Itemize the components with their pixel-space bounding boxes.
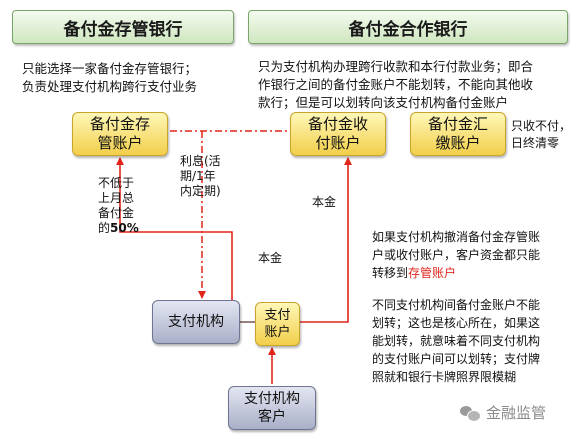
custody-account-highlight: 存管账户 — [408, 266, 457, 280]
principal-label-collection: 本金 — [312, 195, 337, 209]
remit-account-node: 备付金汇 缴账户 — [410, 112, 506, 156]
custody-account-node: 备付金存 管账户 — [72, 112, 168, 156]
revoke-note-line2: 户或收付账户，客户资金都只能 — [372, 248, 541, 262]
min-balance-percent: 50% — [110, 221, 139, 235]
transfer-note-line3: 能划转，就意味着不同支付机构 — [372, 334, 541, 348]
interest-line3: 内定期) — [180, 184, 221, 198]
customer-line2: 客户 — [258, 409, 286, 425]
revoke-note: 如果支付机构撤消备付金存管账 户或收付账户，客户资金都只能 转移到存管账户 — [372, 228, 576, 282]
min-balance-line3: 备付金 — [98, 206, 135, 220]
payment-institution-label: 支付机构 — [168, 314, 224, 330]
custody-bank-banner: 备付金存管银行 — [12, 10, 234, 44]
watermark-text: 金融监管 — [486, 404, 547, 422]
transfer-note-line2: 划转；这也是核心所在，如果这 — [372, 316, 541, 330]
customer-node: 支付机构 客户 — [228, 386, 316, 430]
custody-desc-line2: 负责处理支付机构跨行支付业务 — [22, 79, 198, 94]
revoke-note-line1: 如果支付机构撤消备付金存管账 — [372, 230, 541, 244]
transfer-note-line4: 的支付账户间可以划转；支付牌 — [372, 352, 541, 366]
wechat-icon — [460, 405, 481, 422]
transfer-note: 不同支付机构间备付金账户不能 划转；这也是核心所在，如果这 能划转，就意味着不同… — [372, 296, 576, 386]
payment-account-line1: 支付 — [264, 308, 291, 323]
interest-label: 利息(活 期/1年 内定期) — [180, 154, 242, 199]
partner-desc-line2: 作银行之间的备付金账户不能划转，不能向其他收 — [258, 77, 534, 92]
min-balance-label: 不低于 上月总 备付金 的50% — [98, 176, 148, 236]
remit-account-line1: 备付金汇 — [427, 115, 488, 133]
collection-account-line1: 备付金收 — [307, 115, 368, 133]
principal-arrow-collection — [300, 157, 352, 323]
customer-line1: 支付机构 — [244, 391, 300, 407]
transfer-note-line5: 照就和银行卡牌照界限模糊 — [372, 370, 517, 384]
watermark: 金融监管 — [460, 402, 546, 423]
payment-account-node: 支付 账户 — [255, 302, 300, 346]
custody-bank-description: 只能选择一家备付金存管银行； 负责处理支付机构跨行支付业务 — [22, 60, 242, 96]
remit-account-note: 只收不付， 日终清零 — [511, 118, 579, 152]
payment-institution-node: 支付机构 — [152, 300, 240, 344]
min-balance-line4-prefix: 的 — [98, 221, 111, 235]
min-balance-line1: 不低于 — [98, 176, 135, 190]
partner-bank-description: 只为支付机构办理跨行收款和本行付款业务；即合 作银行之间的备付金账户不能划转，不… — [258, 58, 570, 112]
custody-desc-line1: 只能选择一家备付金存管银行； — [22, 61, 198, 76]
interest-line2: 期/1年 — [180, 169, 216, 183]
collection-account-node: 备付金收 付账户 — [290, 112, 386, 156]
custody-account-line2: 管账户 — [97, 134, 143, 152]
partner-desc-line1: 只为支付机构办理跨行收款和本行付款业务；即合 — [258, 59, 534, 74]
remit-account-line2: 缴账户 — [435, 134, 481, 152]
partner-bank-banner: 备付金合作银行 — [248, 10, 568, 44]
min-balance-line2: 上月总 — [98, 191, 135, 205]
custody-account-line1: 备付金存 — [89, 115, 150, 133]
interest-line1: 利息(活 — [180, 154, 221, 168]
collection-account-line2: 付账户 — [315, 134, 361, 152]
transfer-note-line1: 不同支付机构间备付金账户不能 — [372, 298, 541, 312]
partner-bank-title: 备付金合作银行 — [348, 19, 468, 40]
remit-note-line1: 只收不付， — [511, 119, 572, 133]
remit-note-line2: 日终清零 — [511, 136, 560, 150]
custody-bank-title: 备付金存管银行 — [63, 19, 183, 40]
principal-label-payment: 本金 — [258, 251, 283, 265]
partner-desc-line3: 款行；但是可以划转向该支付机构备付金账户 — [258, 95, 509, 110]
payment-account-line2: 账户 — [264, 325, 291, 340]
revoke-note-line3-prefix: 转移到 — [372, 266, 409, 280]
